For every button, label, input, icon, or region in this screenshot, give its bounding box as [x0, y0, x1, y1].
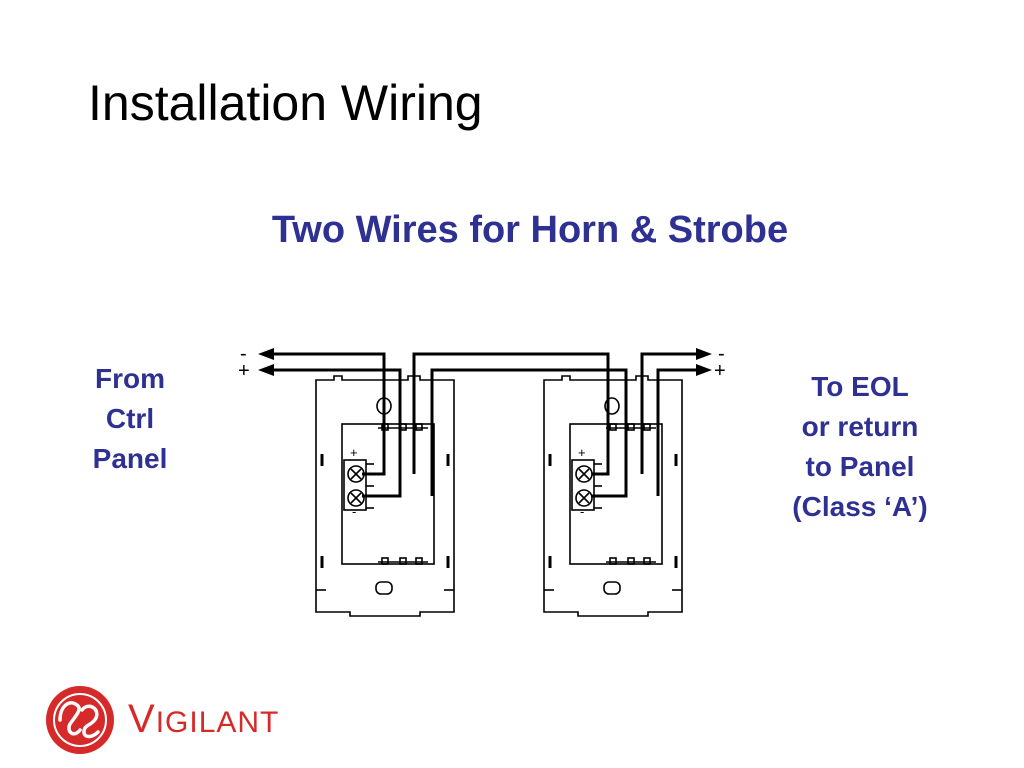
brand-initial: V [128, 697, 156, 741]
ge-logo-icon [46, 686, 114, 754]
arrow-right-icon [696, 348, 712, 360]
label-line: Panel [92, 443, 168, 474]
left-negative-mark: - [240, 343, 247, 365]
diagram-subtitle: Two Wires for Horn & Strobe [271, 209, 789, 251]
label-line: or return [801, 411, 919, 442]
brand-name: VIGILANT [128, 699, 279, 739]
device2-plus-mark: + [578, 445, 586, 460]
wire-in-positive [272, 368, 402, 498]
device2-minus-mark: - [580, 504, 584, 519]
device1-plus-mark: + [350, 445, 358, 460]
wire-link-positive [430, 368, 628, 498]
arrow-left-icon [258, 364, 274, 376]
label-line: (Class ‘A’) [792, 491, 928, 522]
to-eol-label: To EOL or return to Panel (Class ‘A’) [760, 367, 960, 527]
wire-link-negative [412, 352, 610, 476]
right-positive-mark: + [714, 360, 726, 382]
label-line: to Panel [805, 451, 915, 482]
label-line: Ctrl [105, 403, 155, 434]
wire-out-negative [640, 352, 700, 474]
arrow-left-icon [258, 348, 274, 360]
from-ctrl-panel-label: From Ctrl Panel [72, 359, 188, 479]
arrow-right-icon [696, 364, 712, 376]
wire-out-positive [656, 368, 700, 496]
right-negative-mark: - [718, 343, 725, 365]
wire-in-negative [272, 352, 386, 476]
brand-rest: IGILANT [155, 706, 280, 739]
device1-minus-mark: - [352, 504, 356, 519]
left-positive-mark: + [238, 360, 250, 382]
label-line: From [95, 363, 165, 394]
slide-title: Installation Wiring [88, 75, 483, 131]
label-line: To EOL [811, 371, 909, 402]
